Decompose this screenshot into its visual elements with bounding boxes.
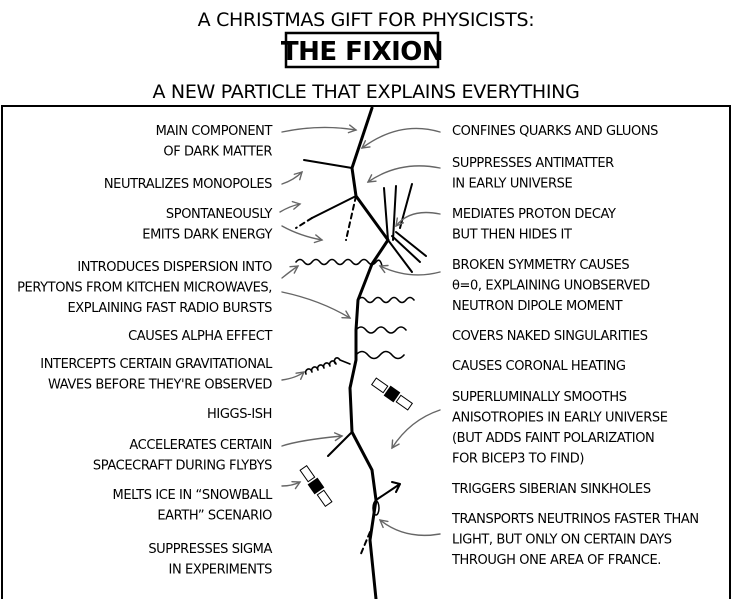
comic-title: A CHRISTMAS GIFT FOR PHYSICISTS: xyxy=(198,9,535,31)
loop-marker xyxy=(372,500,380,516)
dashed-line xyxy=(359,531,371,557)
photon-wiggle xyxy=(355,350,405,360)
satellite-icon xyxy=(299,464,333,508)
left-label: SPONTANEOUSLY xyxy=(166,207,273,222)
quark-lines xyxy=(383,183,427,273)
right-label: NEUTRON DIPOLE MOMENT xyxy=(452,299,623,314)
labels: MAIN COMPONENT OF DARK MATTER NEUTRALIZES … xyxy=(17,124,699,578)
left-label: SUPPRESSES SIGMA xyxy=(148,542,272,557)
satellite-icon xyxy=(370,377,414,411)
photon-wiggle xyxy=(295,258,383,267)
right-label: TRANSPORTS NEUTRINOS FASTER THAN xyxy=(451,512,699,527)
arrowhead xyxy=(391,439,400,450)
arrow xyxy=(281,171,303,185)
right-label: LIGHT, BUT ONLY ON CERTAIN DAYS xyxy=(452,533,672,548)
main-fixion-line xyxy=(348,106,390,599)
arrowhead xyxy=(347,124,358,134)
arrowhead xyxy=(360,140,371,149)
arrowhead xyxy=(333,432,344,442)
branch-line xyxy=(303,159,353,169)
branch-line xyxy=(311,195,357,219)
dashed-line xyxy=(345,195,357,241)
right-label: BUT THEN HIDES IT xyxy=(452,228,572,243)
arrow xyxy=(279,203,301,213)
particle-name: THE FIXION xyxy=(281,37,443,67)
left-label: PERYTONS FROM KITCHEN MICROWAVES, xyxy=(17,281,272,296)
arrowhead xyxy=(289,265,300,274)
left-label: INTRODUCES DISPERSION INTO xyxy=(77,260,272,275)
branch-line xyxy=(327,431,353,457)
right-label: COVERS NAKED SINGULARITIES xyxy=(452,329,648,344)
right-label: FOR BICEP3 TO FIND) xyxy=(452,452,584,467)
right-label: CAUSES CORONAL HEATING xyxy=(452,359,626,374)
right-label: ANISOTROPIES IN EARLY UNIVERSE xyxy=(452,411,668,426)
branch-line xyxy=(375,481,401,501)
left-label: OF DARK MATTER xyxy=(163,145,272,160)
arrow xyxy=(379,265,441,276)
panel-border xyxy=(1,105,731,599)
left-label: MELTS ICE IN “SNOWBALL xyxy=(113,488,274,503)
photon-wiggle xyxy=(355,326,407,334)
arrowhead xyxy=(295,371,306,380)
arrowhead xyxy=(378,264,389,274)
name-box xyxy=(284,31,440,69)
left-label: EARTH” SCENARIO xyxy=(157,509,272,524)
arrow xyxy=(395,211,441,227)
arrows xyxy=(279,124,441,537)
arrow xyxy=(367,165,441,183)
right-label: THROUGH ONE AREA OF FRANCE. xyxy=(451,553,661,568)
left-label: EMITS DARK ENERGY xyxy=(142,228,272,243)
left-label: WAVES BEFORE THEY'RE OBSERVED xyxy=(48,378,272,393)
right-label: SUPERLUMINALLY SMOOTHS xyxy=(452,390,627,405)
arrow xyxy=(281,371,305,381)
arrow xyxy=(281,291,351,319)
right-label: TRIGGERS SIBERIAN SINKHOLES xyxy=(451,482,651,497)
right-label: (BUT ADDS FAINT POLARIZATION xyxy=(452,431,654,446)
arrowhead xyxy=(313,234,324,244)
arrow xyxy=(281,225,323,241)
arrowhead xyxy=(291,481,302,490)
left-label: EXPLAINING FAST RADIO BURSTS xyxy=(67,301,272,316)
right-label: BROKEN SYMMETRY CAUSES xyxy=(452,258,629,273)
arrow xyxy=(281,435,343,447)
left-label: MAIN COMPONENT xyxy=(156,124,273,139)
arrow xyxy=(361,127,441,149)
left-label: INTERCEPTS CERTAIN GRAVITATIONAL xyxy=(40,357,273,372)
left-label: SPACECRAFT DURING FLYBYS xyxy=(93,459,272,474)
feynman-diagram xyxy=(295,106,427,599)
arrowhead xyxy=(378,519,389,529)
right-label: SUPPRESSES ANTIMATTER xyxy=(452,156,614,171)
arrow xyxy=(281,126,357,133)
graviton-loops xyxy=(304,357,351,375)
arrowhead xyxy=(293,170,304,181)
left-label: IN EXPERIMENTS xyxy=(169,563,273,578)
photon-wiggle xyxy=(357,296,415,304)
right-label: MEDIATES PROTON DECAY xyxy=(452,207,616,222)
dashed-line xyxy=(295,217,313,229)
left-label: ACCELERATES CERTAIN xyxy=(129,438,272,453)
left-label: CAUSES ALPHA EFFECT xyxy=(128,329,272,344)
arrowhead xyxy=(341,310,352,319)
right-label: θ=0, EXPLAINING UNOBSERVED xyxy=(452,279,650,294)
arrowhead xyxy=(366,174,377,183)
left-label: HIGGS-ISH xyxy=(207,407,272,422)
arrowhead xyxy=(291,200,302,210)
right-label: CONFINES QUARKS AND GLUONS xyxy=(452,124,658,139)
arrow xyxy=(379,519,441,537)
left-label: NEUTRALIZES MONOPOLES xyxy=(104,177,272,192)
arrow xyxy=(391,409,441,449)
arrowhead xyxy=(395,217,405,228)
comic-subtitle: A NEW PARTICLE THAT EXPLAINS EVERYTHING xyxy=(152,81,579,103)
right-label: IN EARLY UNIVERSE xyxy=(452,177,572,192)
